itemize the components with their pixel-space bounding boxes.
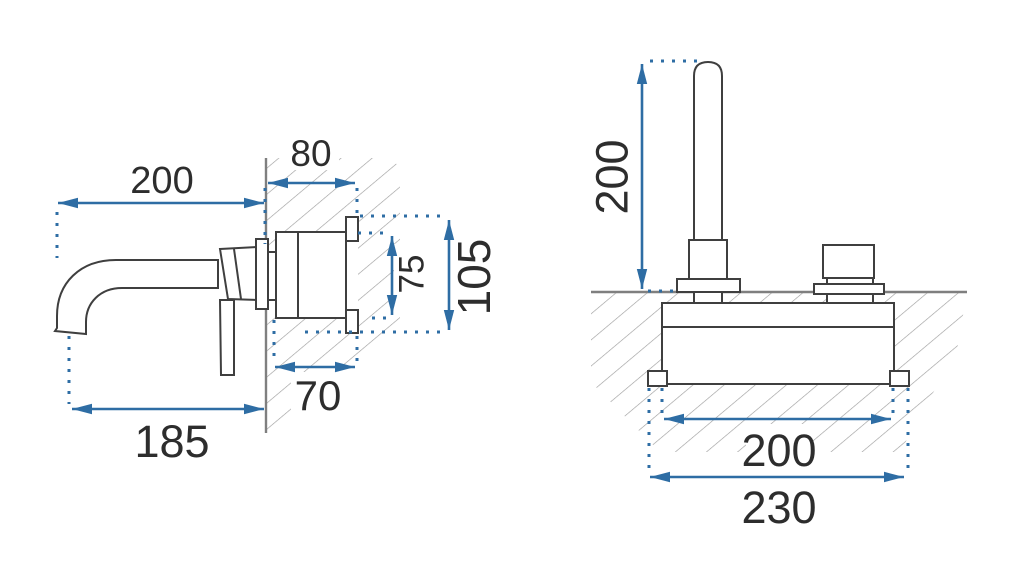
mounting-foot-left [647, 370, 668, 387]
spout-column [693, 60, 723, 241]
mounting-foot-right [889, 370, 910, 387]
dim-spout-reach-label: 200 [130, 160, 193, 202]
dim-overall-span-label: 230 [741, 482, 816, 533]
dim-wall-depth-label: 80 [290, 133, 331, 174]
dim-body-span-label: 200 [741, 425, 816, 476]
under-counter-body [661, 302, 895, 385]
handle-flange [813, 283, 885, 295]
label-mask-75 [394, 244, 430, 300]
handle-block [218, 245, 258, 302]
deck-mounted-view: 200 200 230 [587, 59, 967, 533]
valve-body-tab-bottom [345, 309, 359, 334]
wall-mounted-view: 200 80 75 105 70 185 [53, 133, 500, 467]
spout-outline [53, 259, 219, 336]
spout-flange [676, 278, 741, 293]
dim-outlet-reach-label: 185 [134, 416, 209, 467]
label-mask-200 [746, 424, 812, 470]
extension-lines-left-view [55, 188, 445, 404]
valve-body-tab-top [345, 216, 359, 242]
handle-lever [218, 299, 235, 376]
hatch-mask-tabs [346, 217, 358, 333]
hatch-mask-spout-stem [694, 292, 722, 304]
escutcheon-plate [255, 238, 269, 310]
dim-overall-height-label: 105 [448, 239, 500, 316]
dim-body-height-label: 75 [393, 255, 432, 294]
dim-spout-height-label: 200 [587, 139, 638, 214]
label-mask-70 [291, 372, 345, 414]
label-mask-80 [283, 136, 339, 170]
valve-body [275, 231, 347, 319]
dim-body-depth-label: 70 [295, 372, 342, 419]
extension-lines-right-view [647, 59, 910, 471]
handle-block-edge [233, 248, 242, 300]
spout-base [688, 239, 728, 280]
handle-knob [822, 244, 875, 279]
